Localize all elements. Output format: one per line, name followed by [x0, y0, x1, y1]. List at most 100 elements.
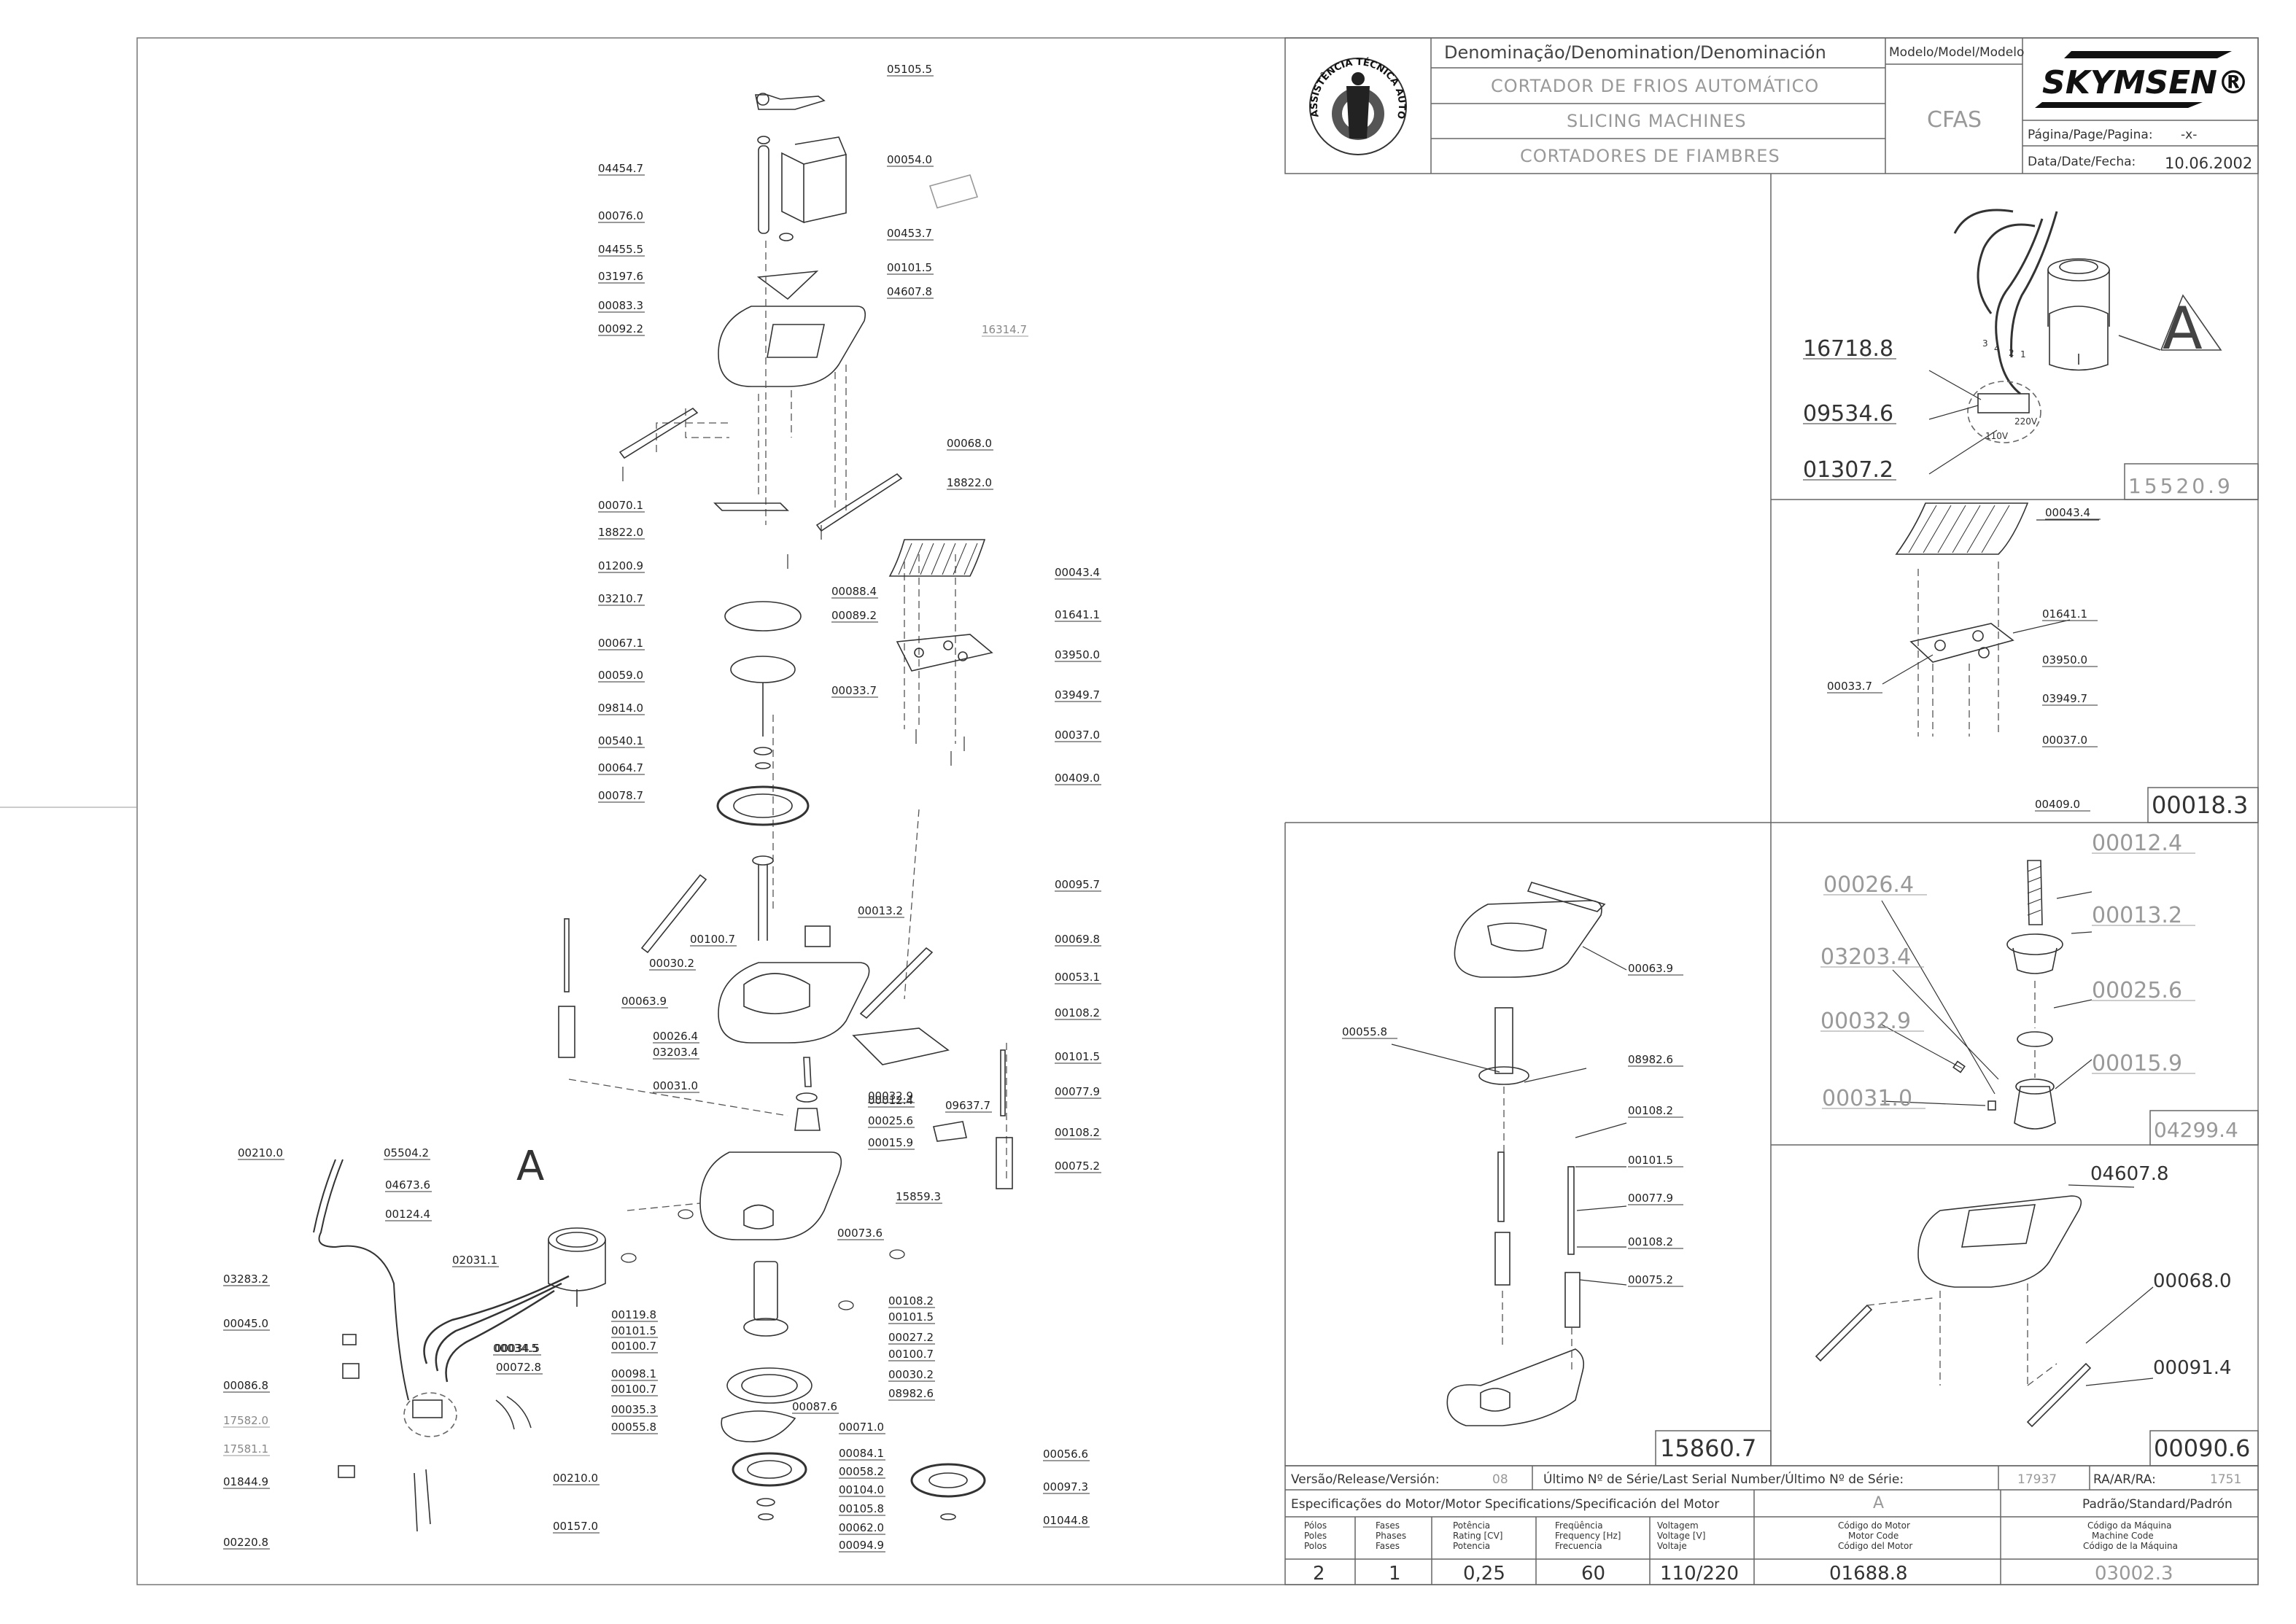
- part-label: 00095.7: [1055, 878, 1100, 891]
- page-label: Página/Page/Pagina:: [2028, 128, 2153, 142]
- part-label: 00030.2: [888, 1368, 934, 1381]
- part-label: 00063.9: [621, 995, 667, 1008]
- part-label: 00098.1: [611, 1367, 656, 1380]
- part-label: 00063.9: [1628, 962, 1673, 975]
- part-label: 00108.2: [1628, 1104, 1673, 1117]
- version-label: Versão/Release/Versión:: [1291, 1472, 1440, 1487]
- a-marker: A: [516, 1143, 544, 1190]
- title-block: [1284, 37, 2259, 174]
- part-label: 00088.4: [831, 585, 877, 598]
- part-label: 00540.1: [598, 734, 643, 747]
- panel-cover-labels: 00043.401641.103950.000033.703949.700037…: [1827, 506, 2101, 812]
- col-machine-l3: Código de la Máquina: [2083, 1541, 2178, 1551]
- part-label: 00077.9: [1628, 1192, 1673, 1205]
- name-pt: CORTADOR DE FRIOS AUTOMÁTICO: [1491, 75, 1819, 96]
- wire-num-3: 3: [1982, 338, 1988, 349]
- part-label: 00100.7: [690, 933, 735, 946]
- part-label: 00453.7: [887, 227, 932, 240]
- part-label: 00064.7: [598, 761, 643, 774]
- part-label: 00032.9: [868, 1089, 913, 1103]
- part-label: 09814.0: [598, 702, 643, 715]
- denomination-label: Denominação/Denomination/Denominación: [1444, 42, 1826, 63]
- part-label: 00097.3: [1043, 1480, 1088, 1493]
- part-label: 00075.2: [1628, 1273, 1673, 1286]
- part-label: 03950.0: [1055, 648, 1100, 661]
- part-label: 09534.6: [1803, 401, 1893, 427]
- col-volt-l2: Voltage [V]: [1657, 1531, 1705, 1541]
- part-label: 00035.3: [611, 1403, 656, 1416]
- part-label: 00034.5: [493, 1342, 538, 1355]
- logo-underline: [2035, 102, 2203, 108]
- name-es: CORTADORES DE FIAMBRES: [1520, 146, 1780, 166]
- col-poles-l2: Poles: [1304, 1531, 1327, 1541]
- part-label: 04455.5: [598, 243, 643, 256]
- part-label: 00033.7: [831, 684, 877, 697]
- col-phases-l3: Fases: [1376, 1541, 1400, 1551]
- col-rating-value: 0,25: [1463, 1563, 1505, 1585]
- part-label: 01844.9: [223, 1475, 268, 1488]
- part-label: 04607.8: [887, 285, 932, 298]
- main-exploded-view: [313, 93, 1013, 1532]
- part-label: 00025.6: [868, 1114, 913, 1127]
- part-label: 05105.5: [887, 63, 932, 76]
- col-freq-value: 60: [1581, 1563, 1605, 1585]
- part-label: 00101.5: [1628, 1154, 1673, 1167]
- motor-spec-label: Especificações do Motor/Motor Specificat…: [1291, 1497, 1719, 1512]
- part-label: 00053.1: [1055, 971, 1100, 984]
- part-label: 00067.1: [598, 637, 643, 650]
- part-label: 01641.1: [1055, 608, 1100, 621]
- part-label: 00105.8: [839, 1502, 884, 1515]
- main-part-labels: 05105.5 04454.7 00054.0 00076.0 00453.7 04455…: [493, 63, 1101, 1553]
- part-label: 00157.0: [553, 1520, 598, 1533]
- col-motor-l1: Código do Motor: [1838, 1520, 1910, 1531]
- part-label: 00055.8: [611, 1421, 656, 1434]
- part-label: 04454.7: [598, 162, 643, 175]
- part-label: 00073.6: [837, 1227, 883, 1240]
- part-label: 00101.5: [611, 1324, 656, 1337]
- part-label: 00101.5: [888, 1310, 934, 1324]
- part-label: 00108.2: [1055, 1126, 1100, 1139]
- part-label: 00100.7: [611, 1340, 656, 1353]
- panel-base-code: 15860.7: [1660, 1434, 1756, 1462]
- col-motor-value: 01688.8: [1829, 1563, 1908, 1585]
- part-label: 03203.4: [1820, 944, 1911, 970]
- part-label: 16314.7: [982, 323, 1027, 336]
- part-label: 00054.0: [887, 153, 932, 166]
- part-label: 04673.6: [385, 1178, 430, 1192]
- part-label: 00210.0: [553, 1472, 598, 1485]
- col-machine-value: 03002.3: [2095, 1563, 2173, 1585]
- col-freq-l3: Frecuencia: [1555, 1541, 1602, 1551]
- col-rating-l1: Potência: [1453, 1520, 1490, 1531]
- part-label: 00072.8: [496, 1361, 541, 1374]
- part-label: 00026.4: [653, 1030, 698, 1043]
- part-label: 00108.2: [888, 1294, 934, 1308]
- ra-label: RA/AR/RA:: [2093, 1472, 2156, 1487]
- date-label: Data/Date/Fecha:: [2028, 155, 2136, 169]
- name-en: SLICING MACHINES: [1567, 111, 1747, 131]
- part-label: 03203.4: [653, 1046, 698, 1059]
- part-label: 00076.0: [598, 209, 643, 222]
- footer-table: [1284, 1465, 2259, 1585]
- part-label: 00068.0: [2153, 1270, 2232, 1292]
- panel-motor-wiring: [1928, 209, 2222, 475]
- col-phases-value: 1: [1389, 1563, 1401, 1585]
- part-label: 00071.0: [839, 1421, 884, 1434]
- part-label: 00069.8: [1055, 933, 1100, 946]
- part-label: 03283.2: [223, 1273, 268, 1286]
- part-label: 00043.4: [1055, 566, 1100, 579]
- part-label: 00108.2: [1628, 1235, 1673, 1248]
- part-label: 00027.2: [888, 1331, 934, 1344]
- ra-value: 1751: [2210, 1472, 2241, 1487]
- col-rating-l3: Potencia: [1453, 1541, 1490, 1551]
- panel-sharpener-assembly: [1881, 860, 2093, 1130]
- serial-label: Último Nº de Série/Last Serial Number/Úl…: [1543, 1471, 1904, 1487]
- part-label: 00083.3: [598, 299, 643, 312]
- col-motor-l3: Código del Motor: [1838, 1541, 1912, 1551]
- part-label: 08982.6: [1628, 1053, 1673, 1066]
- col-volt-l1: Voltagem: [1657, 1520, 1699, 1531]
- part-label: 00101.5: [887, 261, 932, 274]
- part-label: 03210.7: [598, 592, 643, 605]
- part-label: 00068.0: [947, 437, 992, 450]
- part-label: 18822.0: [947, 476, 992, 489]
